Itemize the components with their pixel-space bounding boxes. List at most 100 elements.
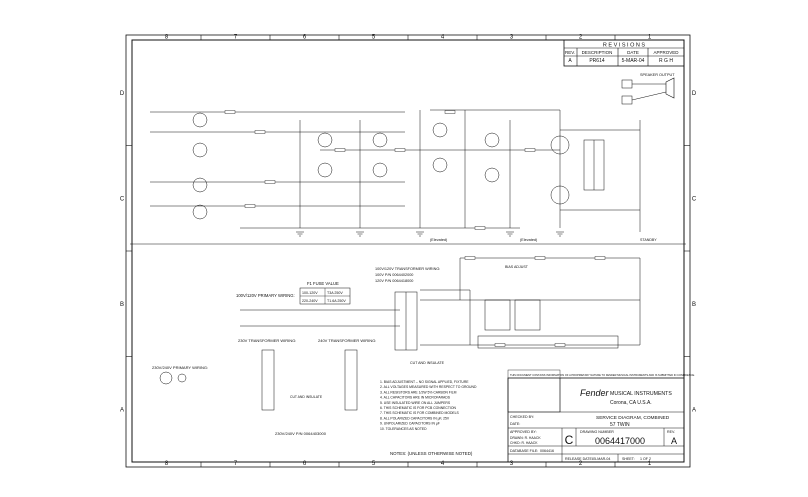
note-item: 10. TOLERANCES AS NOTED [380, 427, 427, 431]
border-column-label: 7 [234, 35, 238, 41]
fuse-title: F1 FUSE VALUE [307, 281, 339, 286]
release-label: RELEASE DATE: [565, 457, 593, 461]
primary-wiring-label: 100V/120V PRIMARY WIRING: [236, 293, 295, 298]
border-column-label: 4 [441, 35, 445, 41]
company-location: Corona, CA U.S.A. [610, 400, 652, 406]
speaker-output-label: SPEAKER OUTPUT [640, 73, 675, 77]
proprietary-block: THIS DOCUMENT CONTAINS INFORMATION OF A … [507, 369, 695, 413]
resistor-symbol [334, 148, 346, 152]
database-label: DATABASE FILE: [510, 449, 538, 453]
transformer-240-label: 240V TRANSFORMER WIRING: [318, 338, 376, 343]
release-date: 05-MAR-04 [592, 457, 610, 461]
primary-wiring-230-label: 230V/240V PRIMARY WIRING: [152, 365, 208, 370]
elevated-label-2: (Elevated) [520, 238, 538, 242]
ground-symbol [416, 231, 424, 237]
fuse-row1-volt: 100-120V [302, 291, 318, 295]
border-column-label: 4 [441, 461, 445, 467]
border-column-label: 3 [510, 35, 514, 41]
sheet-value: 1 OF 2 [640, 457, 651, 461]
border-column-label: 6 [303, 461, 307, 467]
title-block: Fender MUSICAL INSTRUMENTS Corona, CA U.… [507, 377, 685, 463]
resistor-symbol [444, 110, 456, 114]
ground-symbol [506, 231, 514, 237]
sheet-label: SHEET: [622, 457, 635, 461]
rev-row-desc: PR614 [589, 58, 605, 64]
note-item: 9. UNPOLARIZED CAPACITORS IN µF [380, 422, 440, 426]
resistor-marks [224, 110, 606, 347]
border-column-label: 2 [579, 461, 583, 467]
resistor-symbol [264, 180, 276, 184]
fuse-row1-val: T3A 250V [327, 291, 343, 295]
border-column-label: 1 [648, 35, 652, 41]
elevated-label: (Elevated) [430, 238, 448, 242]
border-column-label: 8 [165, 461, 169, 467]
revisions-block: R E V I S I O N S REV. DESCRIPTION DATE … [563, 39, 685, 67]
notes-heading: NOTES: (UNLESS OTHERWISE NOTED) [390, 451, 473, 456]
speaker-output: SPEAKER OUTPUT [621, 73, 675, 105]
border-column-label: 8 [165, 35, 169, 41]
border-row-label: A [120, 407, 124, 413]
resistor-symbol [524, 148, 536, 152]
border-column-label: 2 [579, 35, 583, 41]
checked-by: CHKD: R. HAACK [510, 441, 538, 445]
date-label: DATE: [510, 422, 520, 426]
note-item: 7. THIS SCHEMATIC IS FOR COMBINED MODELS [380, 411, 460, 415]
rev-header-rev: REV. [565, 50, 575, 55]
revisions-title: R E V I S I O N S [603, 43, 646, 49]
resistor-symbol [534, 256, 546, 260]
ground-symbol [556, 231, 564, 237]
border-column-label: 6 [303, 35, 307, 41]
rev-label: REV. [667, 430, 675, 434]
resistor-symbol [494, 343, 506, 347]
proprietary-notice: THIS DOCUMENT CONTAINS INFORMATION OF A … [510, 373, 695, 377]
border-column-label: 3 [510, 461, 514, 467]
resistor-symbol [474, 226, 486, 230]
border-row-label: D [692, 91, 697, 97]
cut-insulate-1: CUT AND INSULATE [410, 361, 445, 365]
transformer-pn-2: 120V P/N 0064418000 [375, 279, 413, 283]
bias-adjust-label: BIAS ADJUST [505, 265, 529, 269]
note-item: 3. ALL RESISTORS ARE 1/2W 5% CARBON FILM [380, 390, 457, 394]
drawn-by: DRAWN: R. HAACK [510, 436, 541, 440]
border-column-label: 5 [372, 461, 376, 467]
border-row-label: C [692, 196, 697, 202]
rev-row-date: 5-MAR-04 [622, 58, 645, 64]
notes-block: NOTES: (UNLESS OTHERWISE NOTED) 1. BIAS … [380, 380, 477, 456]
transformer-230-label: 230V TRANSFORMER WIRING: [238, 338, 296, 343]
border-column-label: 1 [648, 461, 652, 467]
border-row-label: D [120, 91, 125, 97]
standby-label: STANDBY [640, 238, 657, 242]
resistor-symbol [254, 130, 266, 134]
rev-header-desc: DESCRIPTION [582, 50, 613, 55]
resistor-symbol [394, 148, 406, 152]
rev-row-rev: A [568, 58, 572, 64]
transformer-pn-1: 100V P/N 0064402000 [375, 273, 413, 277]
transformer-pn-3: 230V/240V P/N 0064403000 [275, 431, 327, 436]
ground-symbol [296, 231, 304, 237]
database-value: 0064416 [540, 449, 554, 453]
rev-header-date: DATE [627, 50, 639, 55]
checked-by-label: CHECKED BY: [510, 415, 534, 419]
note-item: 4. ALL CAPACITORS ARE IN MICROFARADS [380, 396, 451, 400]
doc-title: SERVICE DIAGRAM, COMBINED [596, 415, 670, 421]
note-item: 1. BIAS ADJUSTMENT – NO SIGNAL APPLIED, … [380, 380, 469, 384]
note-item: 5. USE INSULATED WIRE ON ALL JUMPERS [380, 401, 451, 405]
resistor-symbol [224, 110, 236, 114]
fuse-row2-val: T1.6A 250V [327, 299, 346, 303]
note-item: 6. THIS SCHEMATIC IS FOR PCB CONNECTION [380, 406, 457, 410]
circuit-linework [130, 109, 686, 411]
border-row-label: A [692, 407, 696, 413]
note-item: 8. ALL POLARIZED CAPACITORS IN µF, 25V [380, 416, 450, 420]
drawing-number-label: DRAWING NUMBER [580, 430, 614, 434]
cut-insulate-2: CUT AND INSULATE [290, 395, 323, 399]
border-row-label: B [692, 302, 696, 308]
speaker-icon [665, 77, 675, 99]
rev-row-approved: R G H [659, 58, 673, 64]
resistor-symbol [554, 343, 566, 347]
fuse-table: F1 FUSE VALUE 100-120V T3A 250V 220-240V… [299, 281, 351, 305]
note-item: 2. ALL VOLTAGES MEASURED WITH RESPECT TO… [380, 385, 477, 389]
ground-symbol [356, 231, 364, 237]
transformer-wiring-label: 100V/120V TRANSFORMER WIRING: [375, 267, 440, 271]
